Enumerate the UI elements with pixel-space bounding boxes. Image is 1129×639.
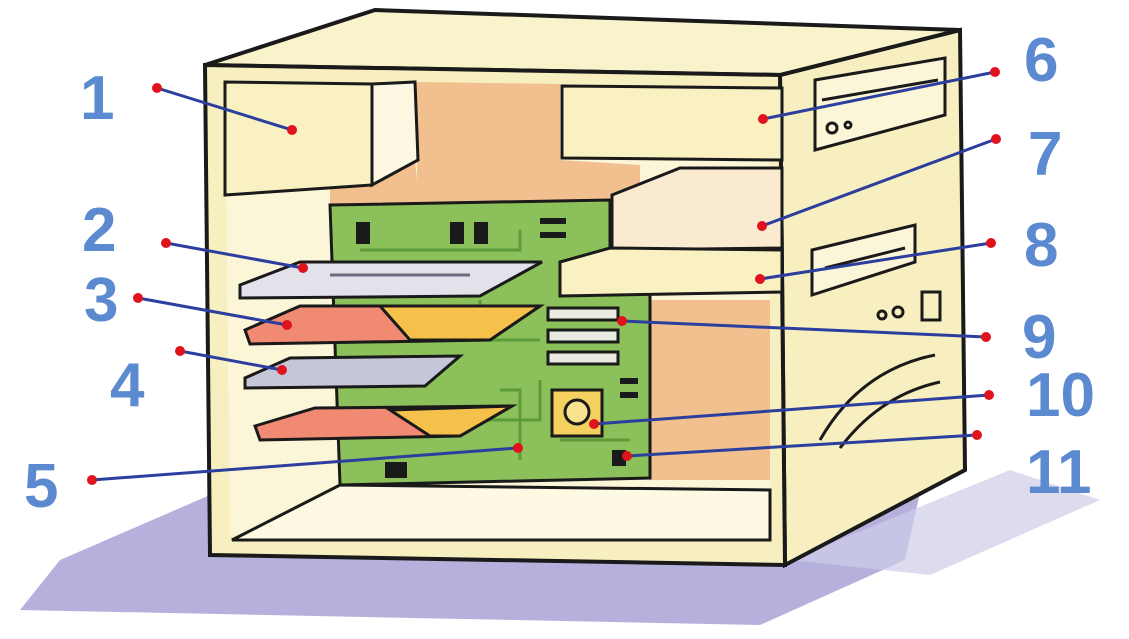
leader-line-8 [759,241,992,281]
leader-dot [298,263,308,273]
leader-line-7 [761,137,997,228]
leader-dot [175,346,185,356]
label-7: 7 [1028,120,1063,189]
leader-line-6 [762,70,996,121]
drive-bay-8 [558,246,784,298]
leader-line-5 [91,446,519,482]
drive-bay-7 [610,166,784,252]
leader-line-2 [165,241,304,270]
leader-dot [972,430,982,440]
ram-slots [546,306,620,366]
leader-dot [755,274,765,284]
leader-dot [757,221,767,231]
leader-dot [513,443,523,453]
leader-dot [758,114,768,124]
leader-dot [282,320,292,330]
optical-drive-front [813,56,947,152]
leader-dot [990,67,1000,77]
leader-line-10 [593,393,990,426]
label-11: 11 [1026,438,1092,507]
front-panel-buttons [876,290,942,322]
floppy-drive-front [810,223,917,298]
expansion-card-3 [243,304,545,346]
floor-shadow-right [790,470,1100,575]
front-panel-vents [818,353,941,449]
label-5: 5 [24,452,59,521]
leader-line-9 [621,319,987,339]
leader-dot [87,475,97,485]
expansion-card-4 [243,354,465,390]
drive-bay-6 [560,84,784,162]
label-2: 2 [82,196,117,265]
leader-lines [91,70,997,482]
leader-dot [984,390,994,400]
top-left-bay-side [370,80,420,188]
leader-line-3 [137,296,288,327]
label-9: 9 [1022,303,1057,372]
leader-dot [986,238,996,248]
leader-dot [152,83,162,93]
expansion-card-5 [253,404,518,442]
leader-dots [87,67,1001,485]
label-8: 8 [1024,211,1059,280]
label-3: 3 [84,266,119,335]
leader-dot [277,365,287,375]
leader-dot [981,332,991,342]
leader-dot [161,238,171,248]
top-left-bay [223,80,374,197]
leader-dot [287,125,297,135]
interior-floor [231,483,772,542]
leader-dot [991,134,1001,144]
leader-line-11 [626,433,978,458]
label-1: 1 [80,64,115,133]
leader-dot [617,316,627,326]
motherboard-chips [356,218,638,478]
leader-line-4 [179,349,283,372]
cpu [550,388,604,438]
label-6: 6 [1024,26,1059,95]
leader-dot [622,451,632,461]
label-4: 4 [110,351,145,420]
leader-dot [133,293,143,303]
leader-dot [589,419,599,429]
leader-line-1 [156,86,293,132]
label-10: 10 [1026,361,1095,430]
